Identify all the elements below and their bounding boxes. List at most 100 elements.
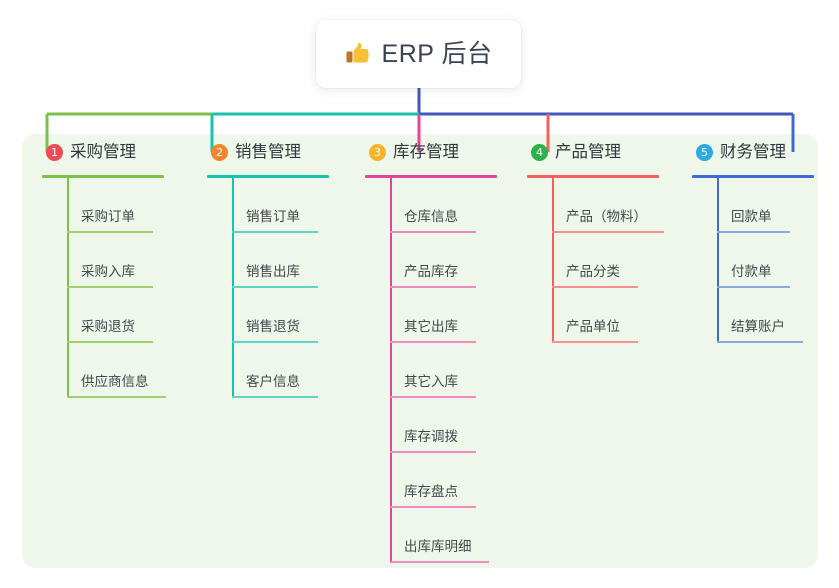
- menu-item-underline: [390, 396, 476, 398]
- menu-item[interactable]: 采购入库: [67, 233, 192, 288]
- menu-item[interactable]: 仓库信息: [390, 178, 525, 233]
- category-branch: 采购订单采购入库采购退货供应商信息: [67, 178, 192, 398]
- menu-item[interactable]: 供应商信息: [67, 343, 192, 398]
- menu-item[interactable]: 结算账户: [717, 288, 839, 343]
- menu-item-label: 客户信息: [246, 373, 300, 389]
- menu-item-underline: [67, 231, 153, 233]
- root-node-card[interactable]: ERP 后台: [316, 20, 521, 88]
- menu-item-label: 采购入库: [81, 263, 135, 279]
- menu-item-underline: [390, 561, 489, 563]
- category-title: 销售管理: [235, 142, 301, 161]
- root-node-content: ERP 后台: [345, 41, 493, 67]
- thumbs-up-icon: [345, 41, 371, 67]
- tree-background-panel: [22, 134, 818, 568]
- branch-spine: [390, 178, 392, 563]
- branch-spine: [232, 178, 234, 398]
- menu-item-label: 销售退货: [246, 318, 300, 334]
- menu-item-label: 产品（物料）: [566, 208, 647, 224]
- category-number-badge: 3: [369, 143, 386, 161]
- menu-item-underline: [232, 341, 318, 343]
- category-header[interactable]: 3 库存管理: [365, 134, 525, 170]
- category-underline: [692, 175, 814, 178]
- menu-item[interactable]: 其它入库: [390, 343, 525, 398]
- root-node-title: ERP 后台: [381, 39, 493, 68]
- menu-item-label: 销售出库: [246, 263, 300, 279]
- category-column: 2 销售管理销售订单销售出库销售退货客户信息: [207, 134, 357, 398]
- menu-item[interactable]: 客户信息: [232, 343, 357, 398]
- menu-item-label: 产品分类: [566, 263, 620, 279]
- category-underline: [42, 175, 164, 178]
- category-title: 财务管理: [720, 142, 786, 161]
- menu-item-label: 销售订单: [246, 208, 300, 224]
- menu-item-underline: [390, 286, 476, 288]
- menu-item-underline: [232, 231, 318, 233]
- menu-item[interactable]: 销售订单: [232, 178, 357, 233]
- category-header[interactable]: 5 财务管理: [692, 134, 839, 170]
- category-column: 4 产品管理产品（物料） 产品分类产品单位: [527, 134, 687, 343]
- category-underline: [365, 175, 497, 178]
- menu-item-underline: [552, 231, 664, 233]
- menu-item-label: 其它出库: [404, 318, 458, 334]
- category-branch: 回款单付款单结算账户: [717, 178, 839, 343]
- menu-item[interactable]: 回款单: [717, 178, 839, 233]
- menu-item-label: 仓库信息: [404, 208, 458, 224]
- category-branch: 销售订单销售出库销售退货客户信息: [232, 178, 357, 398]
- menu-item-underline: [717, 231, 790, 233]
- menu-item[interactable]: 销售退货: [232, 288, 357, 343]
- menu-item-underline: [67, 341, 153, 343]
- category-number-badge: 5: [696, 143, 713, 161]
- menu-item[interactable]: 采购退货: [67, 288, 192, 343]
- menu-item-underline: [552, 341, 638, 343]
- category-title: 产品管理: [555, 142, 621, 161]
- menu-item-underline: [390, 506, 476, 508]
- category-header[interactable]: 1 采购管理: [42, 134, 192, 170]
- category-number-badge: 4: [531, 143, 548, 161]
- menu-item-underline: [232, 396, 318, 398]
- menu-item-underline: [390, 231, 476, 233]
- menu-item-underline: [552, 286, 638, 288]
- menu-item-label: 库存盘点: [404, 483, 458, 499]
- menu-item-underline: [390, 341, 476, 343]
- menu-item-underline: [232, 286, 318, 288]
- category-column: 1 采购管理采购订单采购入库采购退货供应商信息: [42, 134, 192, 398]
- menu-item-label: 结算账户: [731, 318, 785, 334]
- category-header[interactable]: 2 销售管理: [207, 134, 357, 170]
- category-title: 采购管理: [70, 142, 136, 161]
- menu-item[interactable]: 产品分类: [552, 233, 687, 288]
- category-title: 库存管理: [393, 142, 459, 161]
- category-columns: 1 采购管理采购订单采购入库采购退货供应商信息 2 销售管理销售订单销售出库销售退货客…: [22, 134, 818, 568]
- branch-spine: [67, 178, 69, 398]
- branch-spine: [552, 178, 554, 343]
- menu-item[interactable]: 其它出库: [390, 288, 525, 343]
- menu-item-underline: [717, 286, 790, 288]
- category-number-badge: 2: [211, 143, 228, 161]
- menu-item-label: 付款单: [731, 263, 772, 279]
- category-branch: 产品（物料） 产品分类产品单位: [552, 178, 687, 343]
- category-underline: [207, 175, 329, 178]
- menu-item[interactable]: 产品库存: [390, 233, 525, 288]
- menu-item-underline: [717, 341, 803, 343]
- menu-item[interactable]: 出库库明细: [390, 508, 525, 563]
- menu-item-label: 产品单位: [566, 318, 620, 334]
- menu-item-label: 其它入库: [404, 373, 458, 389]
- category-underline: [527, 175, 659, 178]
- menu-item-underline: [67, 396, 166, 398]
- menu-item[interactable]: 库存调拨: [390, 398, 525, 453]
- menu-item[interactable]: 库存盘点: [390, 453, 525, 508]
- category-number-badge: 1: [46, 143, 63, 161]
- category-header[interactable]: 4 产品管理: [527, 134, 687, 170]
- category-column: 5 财务管理回款单付款单结算账户: [692, 134, 839, 343]
- menu-item[interactable]: 付款单: [717, 233, 839, 288]
- menu-item-label: 供应商信息: [81, 373, 149, 389]
- menu-item-label: 采购退货: [81, 318, 135, 334]
- branch-spine: [717, 178, 719, 343]
- menu-item[interactable]: 产品单位: [552, 288, 687, 343]
- menu-item-label: 采购订单: [81, 208, 135, 224]
- menu-item[interactable]: 销售出库: [232, 233, 357, 288]
- menu-item[interactable]: 采购订单: [67, 178, 192, 233]
- menu-item-label: 产品库存: [404, 263, 458, 279]
- menu-item[interactable]: 产品（物料）: [552, 178, 687, 233]
- menu-item-underline: [390, 451, 476, 453]
- menu-item-underline: [67, 286, 153, 288]
